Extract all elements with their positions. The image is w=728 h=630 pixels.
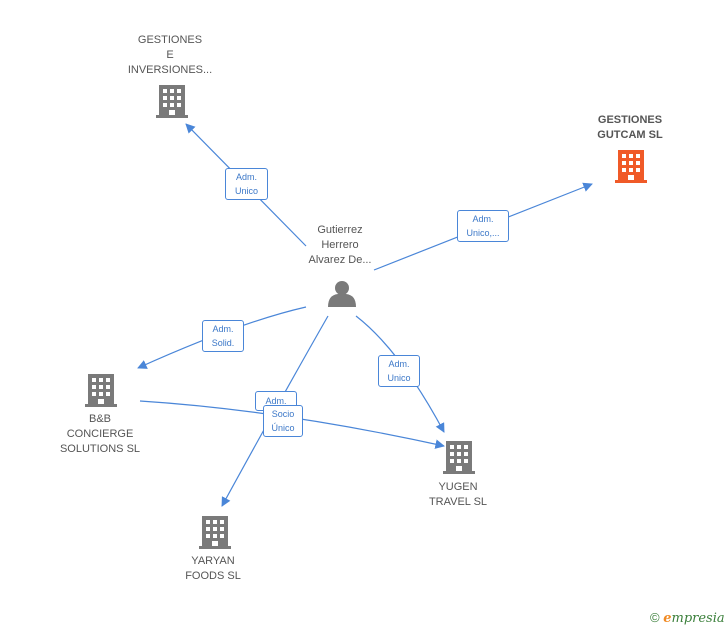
edge-label-to-bb: Adm. Solid. — [202, 320, 244, 352]
node-label-yaryan-foods[interactable]: YARYAN FOODS SL — [185, 555, 241, 582]
edge-label-to-yugen: Adm. Unico — [378, 355, 420, 387]
building-icon[interactable] — [615, 150, 647, 183]
node-label-gestiones-inversiones[interactable]: GESTIONES E INVERSIONES... — [127, 34, 213, 76]
node-label-yugen-travel[interactable]: YUGEN TRAVEL SL — [428, 481, 488, 508]
edge-label-bb-to-yugen: Socio Único — [263, 405, 303, 437]
person-icon[interactable] — [328, 281, 356, 307]
node-label-bb-concierge[interactable]: B&B CONCIERGE SOLUTIONS SL — [59, 413, 141, 455]
brand-logo: empresia — [663, 611, 725, 626]
footer-brand: © empresia — [650, 610, 725, 626]
edge-label-to-gutcam: Adm. Unico,... — [457, 210, 509, 242]
node-label-gestiones-gutcam[interactable]: GESTIONES GUTCAM SL — [597, 114, 663, 141]
copyright-icon: © — [650, 610, 660, 625]
building-icon[interactable] — [85, 374, 117, 407]
building-icon[interactable] — [156, 85, 188, 118]
building-icon[interactable] — [443, 441, 475, 474]
edge-label-to-inversiones: Adm. Unico — [225, 168, 268, 200]
building-icon[interactable] — [199, 516, 231, 549]
node-label-person[interactable]: Gutierrez Herrero Alvarez De... — [308, 224, 372, 266]
